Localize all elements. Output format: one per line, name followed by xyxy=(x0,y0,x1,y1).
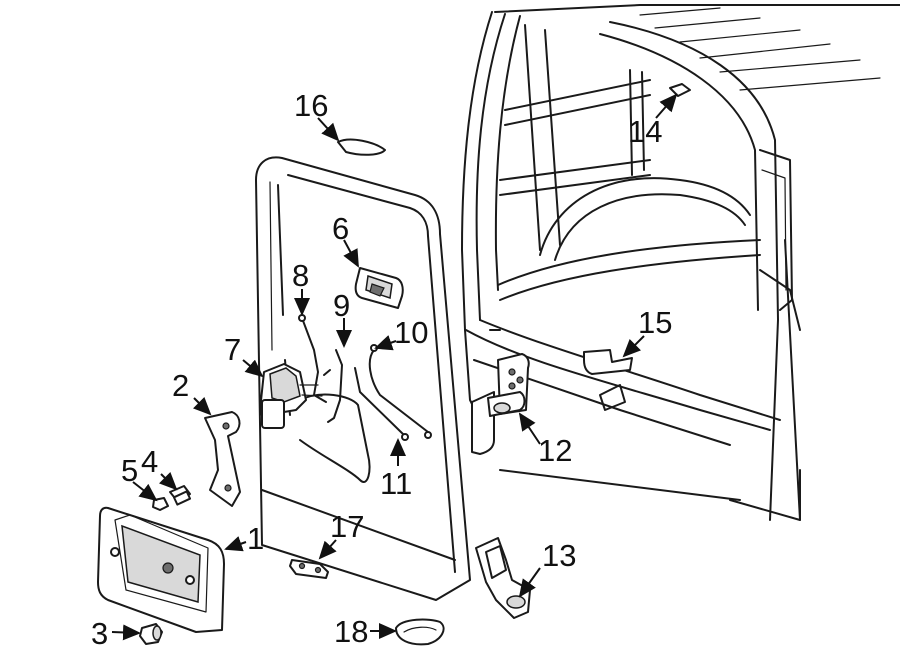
callout-labels: 1 2 3 4 5 6 7 8 9 10 11 12 13 14 15 16 1… xyxy=(91,88,672,651)
callout-10: 10 xyxy=(394,315,428,350)
part-13-lower-hinge xyxy=(475,537,531,619)
callout-4: 4 xyxy=(141,444,158,479)
callout-1: 1 xyxy=(247,521,264,556)
callout-12: 12 xyxy=(538,433,572,468)
part-3-stop xyxy=(139,623,163,645)
callout-arrows xyxy=(111,93,678,641)
callout-2: 2 xyxy=(172,368,189,403)
callout-18: 18 xyxy=(334,614,368,649)
callout-15: 15 xyxy=(638,305,672,340)
callout-16: 16 xyxy=(294,88,328,123)
part-14-clip xyxy=(669,83,691,97)
callout-13: 13 xyxy=(542,538,576,573)
part-12-upper-hinge xyxy=(471,353,530,455)
callout-5: 5 xyxy=(121,453,138,488)
part-1-inside-handle-housing xyxy=(97,506,225,633)
part-4-bolt xyxy=(169,485,192,506)
callout-6: 6 xyxy=(332,211,349,246)
part-17-plate xyxy=(289,559,329,579)
rear-door xyxy=(255,156,471,601)
part-10-rod xyxy=(368,344,432,439)
van-body xyxy=(461,4,900,521)
part-6-lock xyxy=(354,267,404,309)
callout-3: 3 xyxy=(91,616,108,651)
part-18-bumper xyxy=(395,618,445,646)
callout-11: 11 xyxy=(380,466,412,501)
callout-17: 17 xyxy=(330,509,364,544)
part-15-striker xyxy=(583,349,633,375)
callout-8: 8 xyxy=(292,258,309,293)
callout-7: 7 xyxy=(224,332,241,367)
part-16-pad xyxy=(337,138,386,156)
part-2-bracket xyxy=(204,411,241,507)
part-7-latch xyxy=(259,363,323,429)
callout-9: 9 xyxy=(333,288,350,323)
callout-14: 14 xyxy=(628,114,662,149)
part-9-rod xyxy=(323,349,343,423)
